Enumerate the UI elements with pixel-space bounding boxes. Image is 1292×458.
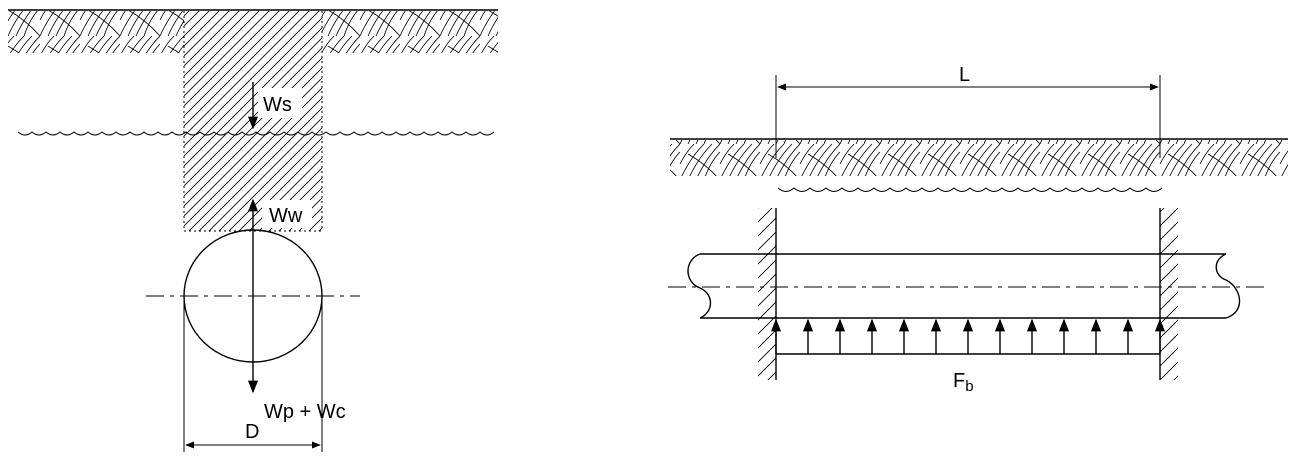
anchor-wall-right	[1160, 208, 1178, 380]
ws-label-bg	[258, 88, 302, 118]
fb-label-main: F	[953, 370, 965, 392]
water-table-line	[17, 131, 495, 136]
ws-label: Ws	[263, 94, 292, 116]
buoyancy-arrows	[770, 318, 1166, 354]
anchor-wall-left	[758, 208, 776, 380]
ww-label-bg	[262, 200, 312, 228]
wp-wc-label: Wp + Wc	[264, 401, 346, 423]
ww-label: Ww	[269, 205, 303, 227]
pipe-side-view	[687, 253, 1241, 319]
soil-hatch-left	[8, 11, 184, 53]
fb-label: Fb	[953, 370, 974, 395]
soil-hatch-right-diagram	[670, 140, 1288, 176]
left-diagram: Ws Ww Wp + Wc D	[8, 9, 498, 452]
soil-hatch-right	[322, 11, 498, 53]
d-label: D	[245, 421, 259, 443]
right-diagram: L Fb	[668, 64, 1288, 395]
fb-label-sub: b	[965, 378, 973, 395]
l-label: L	[959, 64, 970, 86]
water-table-line-right	[777, 187, 1163, 192]
